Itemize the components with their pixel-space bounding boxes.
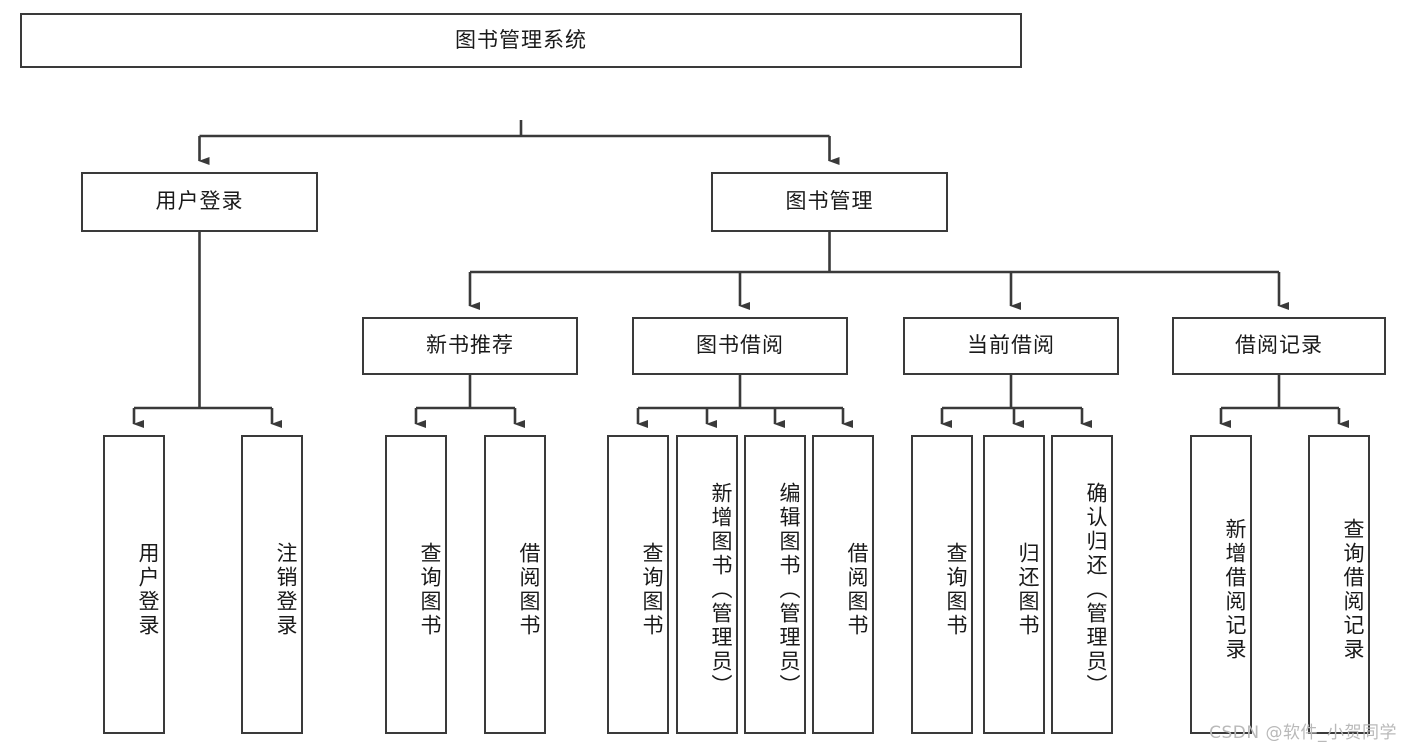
node-label: 查询图书: [640, 541, 664, 638]
node-label: 借阅记录: [1235, 333, 1323, 358]
node-label: 图书管理系统: [455, 27, 587, 52]
node-label: 归还图书: [1016, 541, 1040, 638]
watermark-text: CSDN @软件_小贺同学: [1209, 723, 1397, 743]
node-book-borrow[interactable]: 图书借阅: [632, 317, 848, 375]
node-label: 新书推荐: [426, 333, 514, 358]
node-leaf-logout[interactable]: 注销登录: [241, 435, 303, 734]
node-leaf-edit-book-admin[interactable]: 编辑图书（管理员）: [744, 435, 806, 734]
node-leaf-borrow-book-recommend[interactable]: 借阅图书: [484, 435, 546, 734]
node-leaf-query-borrow-record[interactable]: 查询借阅记录: [1308, 435, 1370, 734]
node-leaf-borrow-book[interactable]: 借阅图书: [812, 435, 874, 734]
node-book-management[interactable]: 图书管理: [711, 172, 948, 232]
node-current-borrow[interactable]: 当前借阅: [903, 317, 1119, 375]
node-leaf-query-book-current[interactable]: 查询图书: [911, 435, 973, 734]
node-label: 当前借阅: [967, 333, 1055, 358]
node-label: 图书借阅: [696, 333, 784, 358]
node-label: 新增借阅记录: [1223, 517, 1247, 662]
node-leaf-user-login[interactable]: 用户登录: [103, 435, 165, 734]
node-label: 用户登录: [155, 189, 244, 214]
node-label: 图书管理: [785, 189, 874, 214]
node-leaf-return-book[interactable]: 归还图书: [983, 435, 1045, 734]
node-label: 编辑图书（管理员）: [777, 481, 801, 698]
node-label: 新增图书（管理员）: [709, 481, 733, 698]
node-label: 查询图书: [944, 541, 968, 638]
node-label: 借阅图书: [845, 541, 869, 638]
node-label: 用户登录: [136, 541, 160, 638]
node-root[interactable]: 图书管理系统: [20, 13, 1022, 68]
node-label: 借阅图书: [517, 541, 541, 638]
node-borrow-record[interactable]: 借阅记录: [1172, 317, 1386, 375]
node-new-book-recommend[interactable]: 新书推荐: [362, 317, 578, 375]
node-label: 查询借阅记录: [1341, 517, 1365, 662]
node-label: 注销登录: [274, 541, 298, 638]
node-label: 确认归还（管理员）: [1084, 481, 1108, 698]
node-leaf-query-book-recommend[interactable]: 查询图书: [385, 435, 447, 734]
node-leaf-confirm-return-admin[interactable]: 确认归还（管理员）: [1051, 435, 1113, 734]
node-label: 查询图书: [418, 541, 442, 638]
node-user-login[interactable]: 用户登录: [81, 172, 318, 232]
node-leaf-add-borrow-record[interactable]: 新增借阅记录: [1190, 435, 1252, 734]
node-leaf-add-book-admin[interactable]: 新增图书（管理员）: [676, 435, 738, 734]
node-leaf-query-book-borrow[interactable]: 查询图书: [607, 435, 669, 734]
connector-lines: [132, 120, 1349, 428]
